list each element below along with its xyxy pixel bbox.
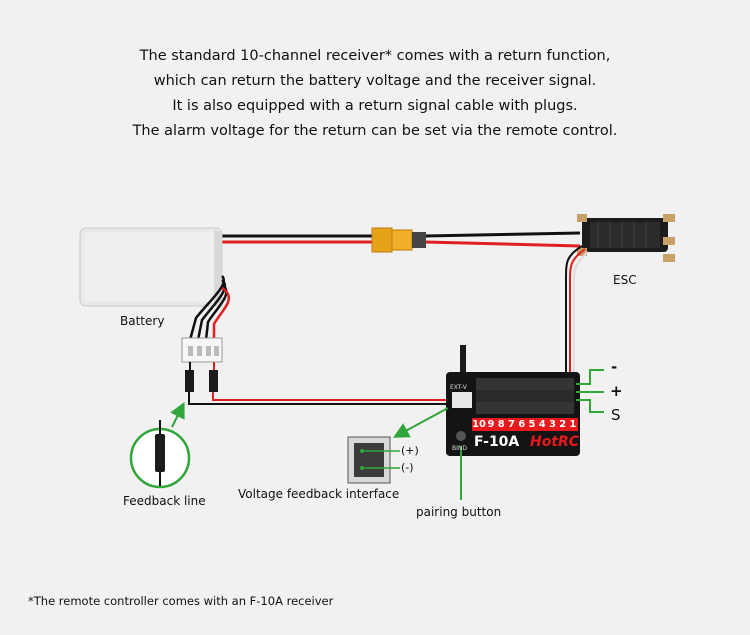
feedback-plugs — [185, 362, 448, 405]
esc-signal-wire — [565, 245, 589, 400]
power-wires — [215, 231, 581, 248]
footnote: *The remote controller comes with an F-1… — [28, 594, 334, 608]
channel-label: 2 — [559, 419, 567, 430]
intro-line-2: which can return the battery voltage and… — [153, 73, 597, 89]
receiver-legend — [576, 369, 604, 413]
intro-line-1: The standard 10-channel receiver* comes … — [139, 48, 611, 64]
channel-numbers: 10 9 8 7 6 5 4 3 2 1 — [472, 418, 578, 431]
battery-label: Battery — [120, 314, 165, 328]
channel-label: 8 — [497, 419, 505, 430]
receiver-ext-label: EXT-V — [450, 384, 467, 391]
receiver-model: F-10A — [474, 434, 520, 450]
esc-unit — [577, 214, 675, 262]
channel-label: 9 — [487, 419, 495, 430]
pin-minus-label: (-) — [401, 461, 414, 474]
channel-label: 6 — [518, 419, 526, 430]
esc-label: ESC — [613, 273, 637, 287]
channel-label: 5 — [528, 419, 536, 430]
minus-label: - — [611, 358, 618, 376]
voltage-interface — [347, 407, 449, 484]
intro-line-4: The alarm voltage for the return can be … — [132, 123, 618, 139]
pin-header — [476, 378, 574, 414]
channel-label: 3 — [548, 419, 556, 430]
voltage-interface-label: Voltage feedback interface — [238, 487, 400, 501]
receiver-brand-logo: HotRC — [530, 434, 580, 450]
channel-label: 1 — [569, 419, 577, 430]
receiver-bind-label: BIND — [452, 445, 467, 452]
signal-label: S — [611, 406, 621, 424]
receiver — [446, 345, 580, 456]
feedback-line-zoom — [129, 401, 191, 489]
balance-lead — [181, 275, 230, 363]
intro-text: The standard 10-channel receiver* comes … — [0, 44, 750, 144]
intro-line-3: It is also equipped with a return signal… — [172, 98, 578, 114]
channel-label: 4 — [538, 419, 546, 430]
pairing-button-label: pairing button — [416, 505, 502, 519]
feedback-line-label: Feedback line — [123, 494, 206, 508]
xt60-connector — [371, 227, 426, 253]
plus-label: + — [610, 382, 623, 400]
battery-pack — [79, 227, 223, 307]
pin-plus-label: (+) — [401, 444, 419, 457]
channel-label: 10 — [472, 419, 486, 430]
channel-label: 7 — [508, 419, 515, 430]
